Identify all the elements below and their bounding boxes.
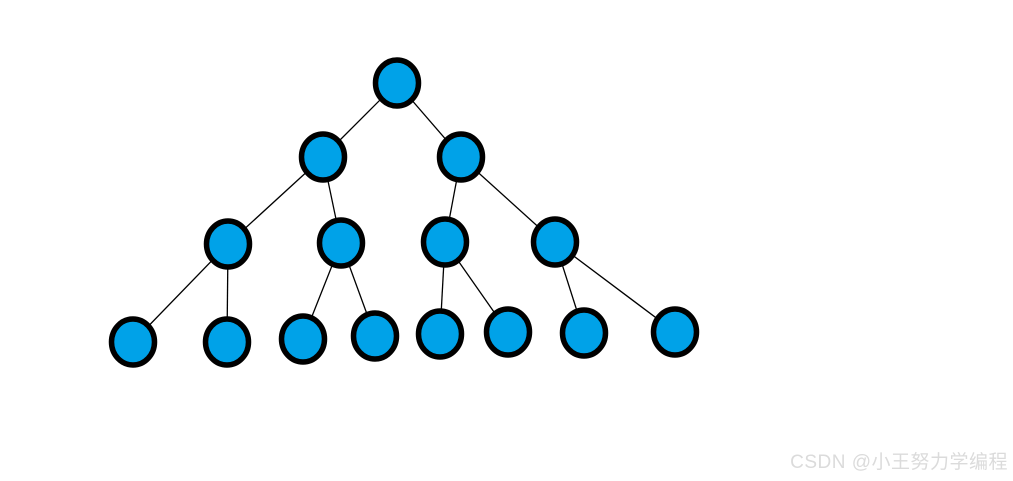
tree-nodes-group — [108, 57, 700, 368]
tree-node-RL — [420, 216, 470, 268]
tree-node-LLL — [108, 316, 158, 368]
tree-node-R — [436, 131, 486, 183]
tree-node-LRL — [278, 313, 328, 365]
tree-node-RLR — [483, 306, 533, 358]
tree-node-RRR — [650, 306, 700, 358]
tree-node-RRL — [559, 307, 609, 359]
tree-node-root — [372, 57, 422, 109]
csdn-watermark: CSDN @小王努力学编程 — [790, 452, 1008, 473]
tree-node-RR — [530, 216, 580, 268]
tree-node-RLL — [415, 308, 465, 360]
tree-node-LL — [203, 218, 253, 270]
tree-edges-group — [132, 82, 676, 343]
tree-node-LLR — [202, 316, 252, 368]
tree-node-LR — [316, 217, 366, 269]
tree-node-LRR — [350, 310, 400, 362]
tree-edge-RR-RRR — [554, 241, 676, 333]
tree-node-L — [298, 131, 348, 183]
